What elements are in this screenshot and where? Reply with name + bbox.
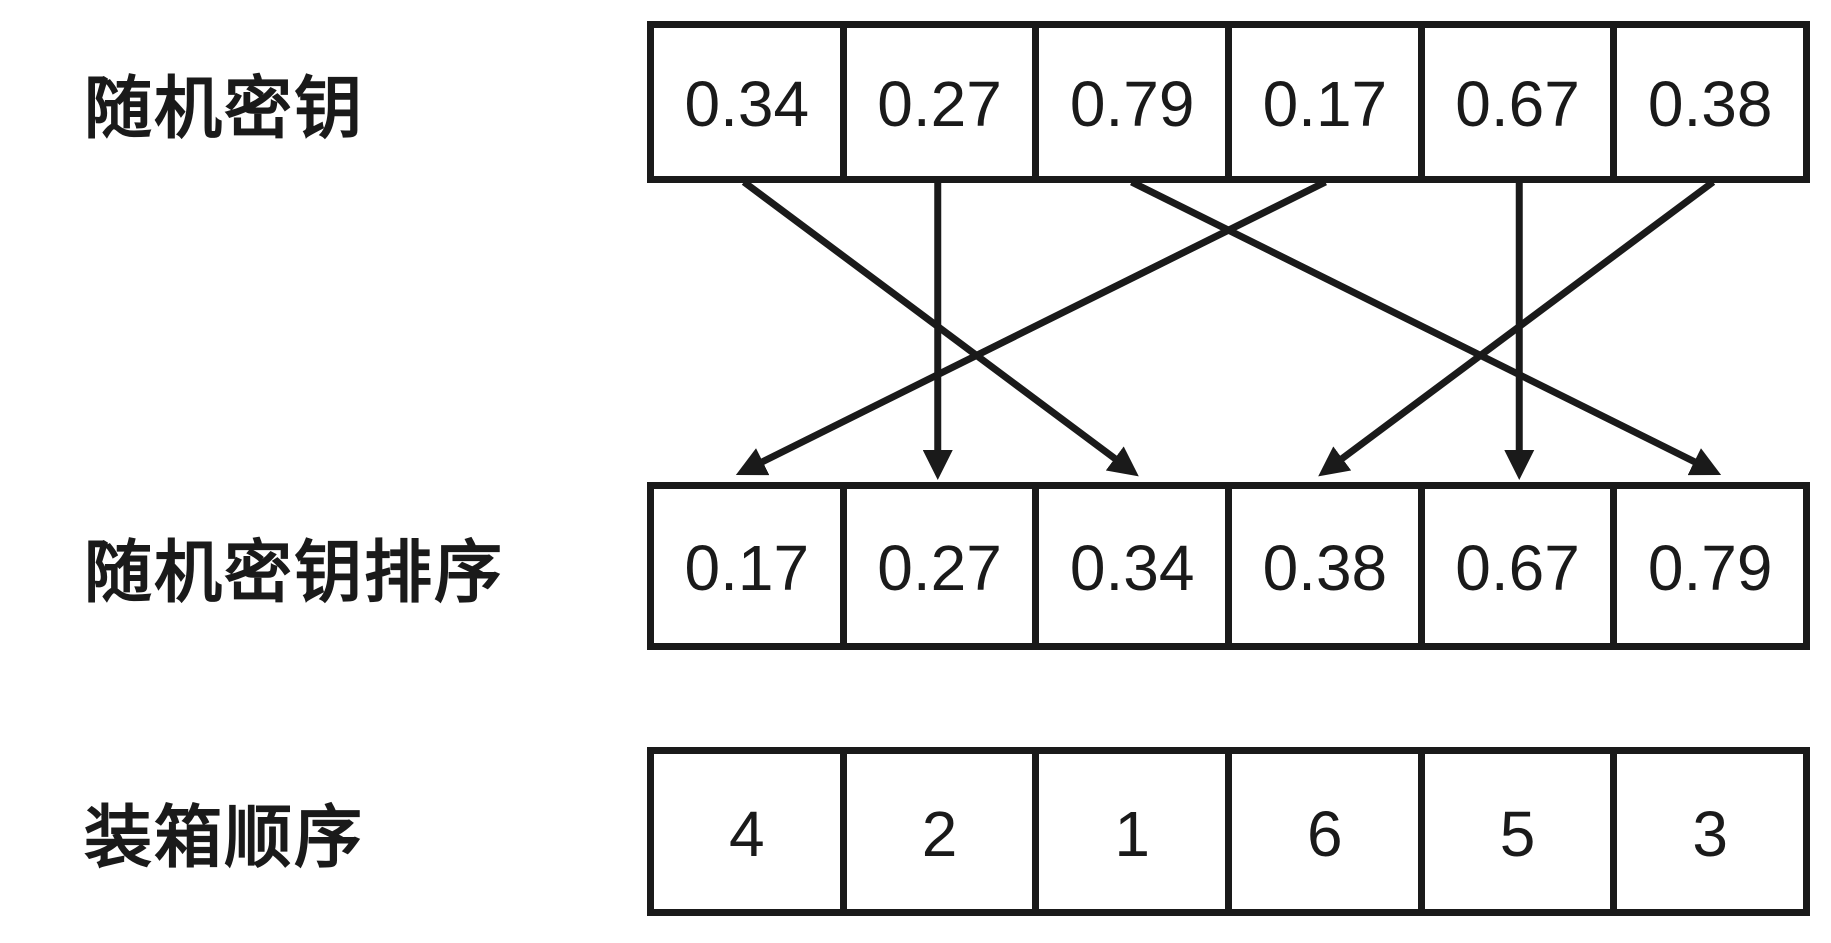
packing-order-cell: 5 xyxy=(1417,754,1611,909)
random-key-cell: 0.79 xyxy=(1032,28,1226,176)
label-packing-order: 装箱顺序 xyxy=(84,800,365,876)
sorted-key-cell: 0.27 xyxy=(839,489,1033,643)
sorted-key-cell: 0.79 xyxy=(1610,489,1804,643)
label-sorted-keys: 随机密钥排序 xyxy=(84,534,505,611)
label-random-keys: 随机密钥 xyxy=(84,70,365,147)
packing-order-cell: 4 xyxy=(654,754,840,909)
sorted-key-cell: 0.17 xyxy=(654,489,840,643)
mapping-arrow xyxy=(1130,178,1722,476)
sorted-key-cell: 0.67 xyxy=(1417,489,1611,643)
sorted-key-cell: 0.34 xyxy=(1032,489,1226,643)
random-key-cell: 0.17 xyxy=(1225,28,1418,176)
packing-order-cell: 1 xyxy=(1032,754,1226,909)
mapping-arrow xyxy=(735,178,1327,476)
random-keys-row: 0.34 0.27 0.79 0.17 0.67 0.38 xyxy=(647,21,1810,183)
random-key-cell: 0.34 xyxy=(654,28,840,176)
random-key-cell: 0.27 xyxy=(839,28,1033,176)
mapping-arrow xyxy=(1318,179,1716,477)
random-key-cell: 0.67 xyxy=(1417,28,1611,176)
sorted-key-cell: 0.38 xyxy=(1225,489,1418,643)
packing-order-cell: 6 xyxy=(1225,754,1418,909)
mapping-arrow xyxy=(741,179,1139,477)
packing-order-cell: 2 xyxy=(839,754,1033,909)
packing-order-row: 4 2 1 6 5 3 xyxy=(647,747,1810,916)
sorted-keys-row: 0.17 0.27 0.34 0.38 0.67 0.79 xyxy=(647,482,1810,650)
packing-order-cell: 3 xyxy=(1610,754,1804,909)
random-key-cell: 0.38 xyxy=(1610,28,1804,176)
